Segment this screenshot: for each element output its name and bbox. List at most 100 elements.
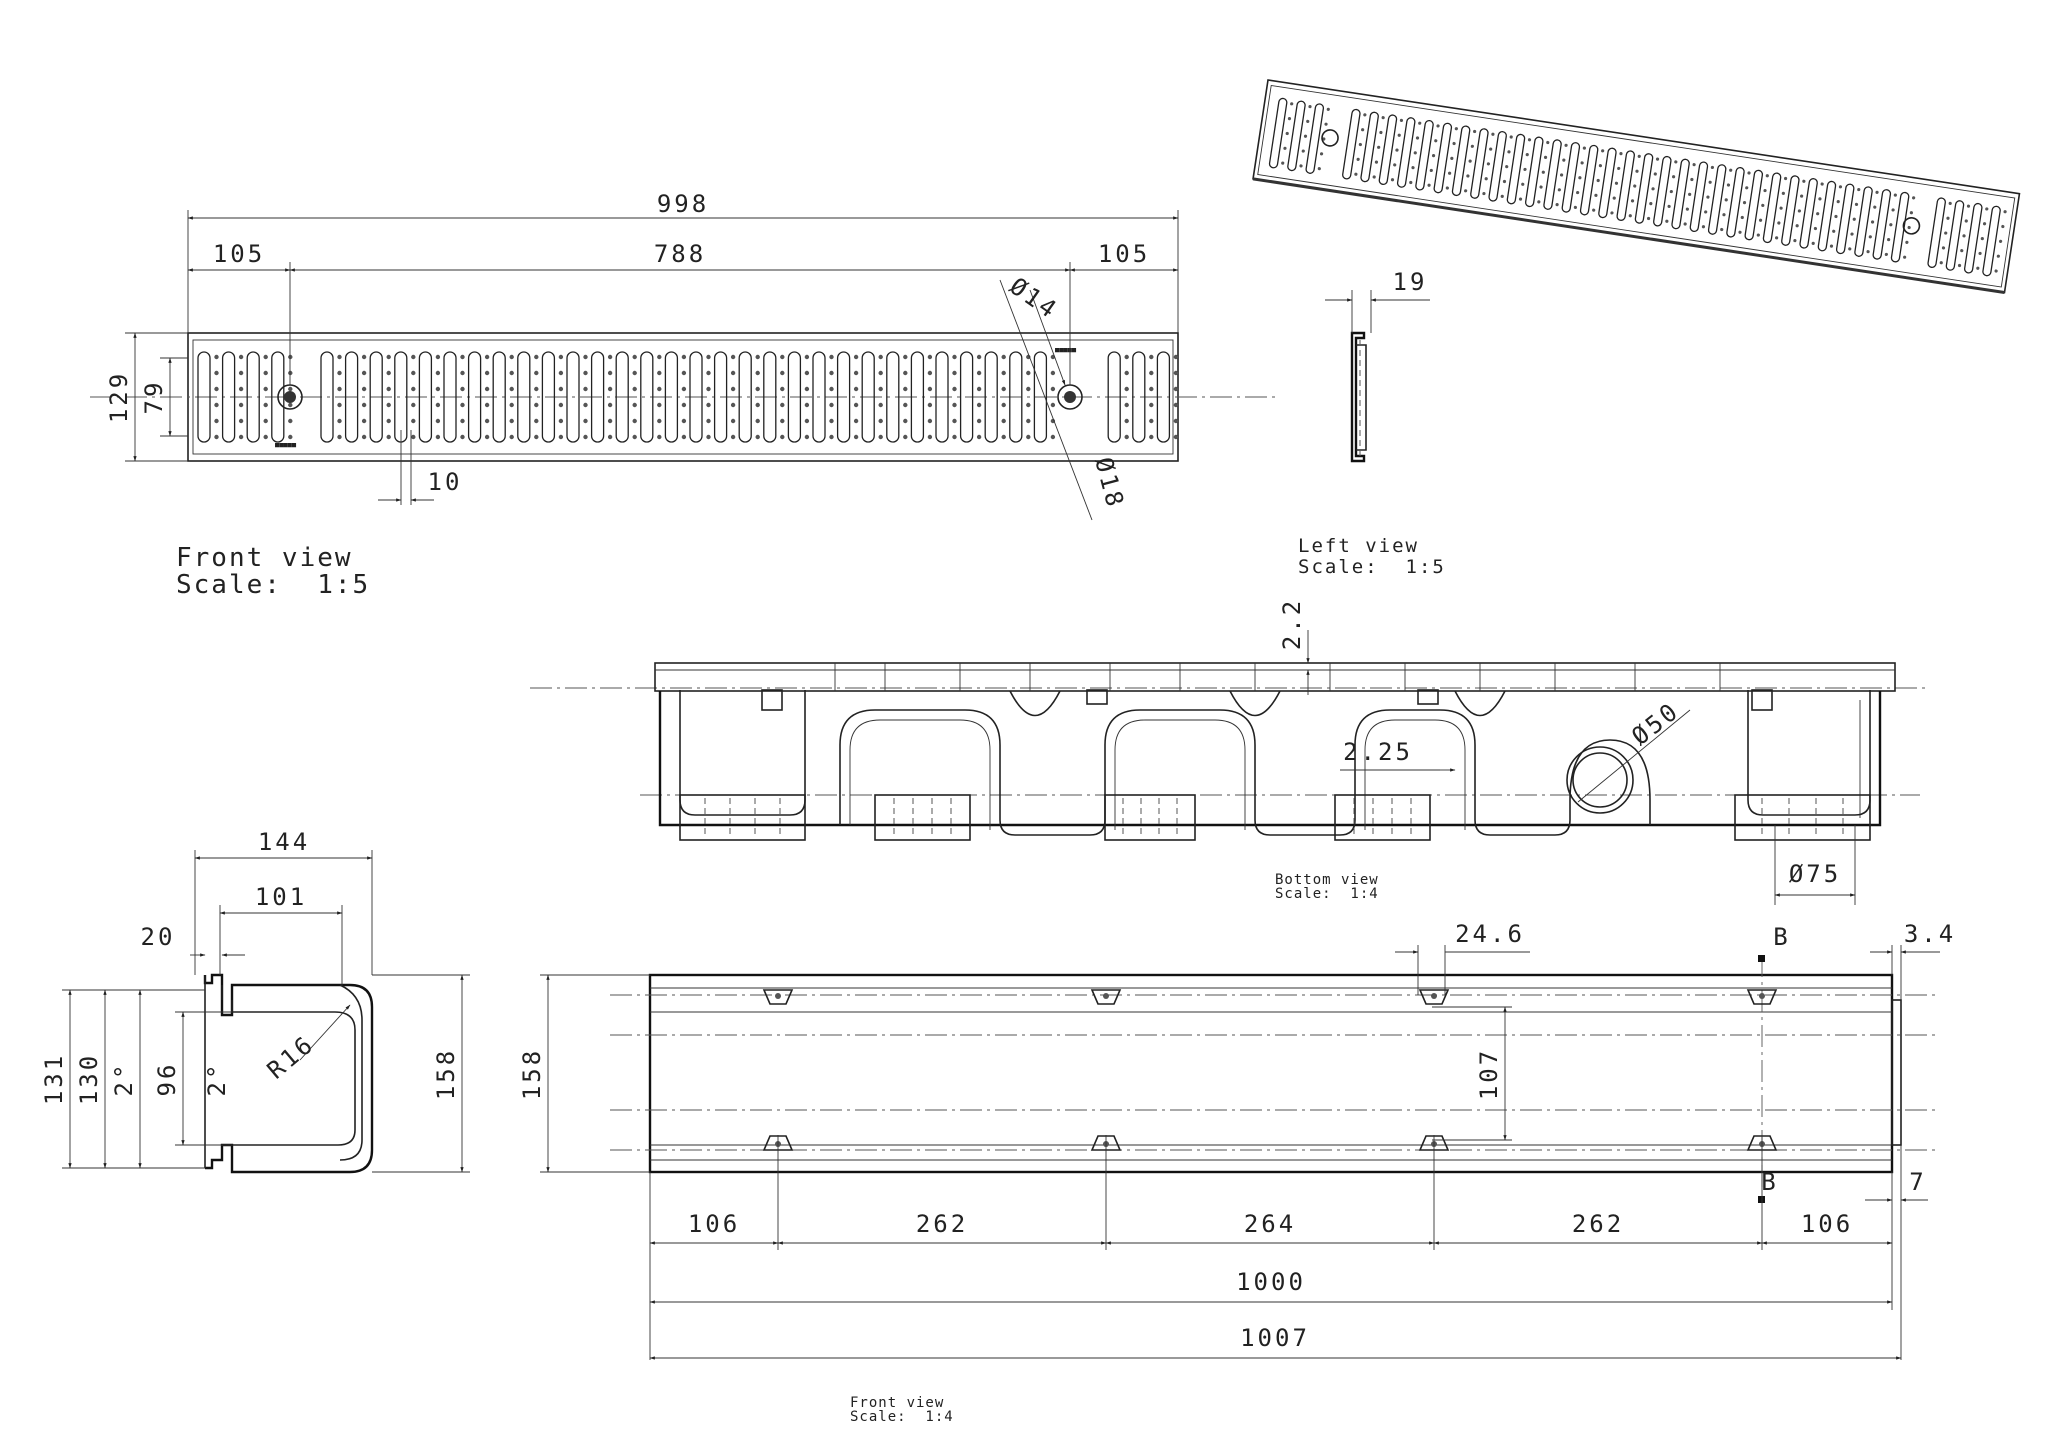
iso-slot	[1927, 197, 1946, 269]
grate-rivet	[509, 354, 514, 360]
iso-rivet	[2003, 210, 2007, 214]
iso-rivet	[1505, 165, 1509, 169]
grate-slot	[344, 351, 359, 443]
iso-rivet	[1381, 116, 1385, 120]
iso-rivet	[1445, 186, 1449, 190]
iso-rivet	[1299, 164, 1303, 168]
grate-rivet	[632, 386, 637, 392]
grate-rivet	[927, 354, 933, 360]
grate-rivet	[952, 418, 957, 424]
grate-slot	[566, 351, 580, 443]
grate-rivet	[411, 370, 416, 376]
grate-rivet	[558, 370, 564, 376]
grate-rivet	[927, 402, 933, 408]
grate-rivet	[263, 402, 268, 408]
iso-slot	[1835, 183, 1855, 255]
iso-rivet	[1596, 178, 1600, 183]
grate-rivet	[607, 386, 613, 392]
grate-rivet	[657, 386, 662, 392]
grate-rivet	[558, 386, 564, 392]
grate-rivet	[1149, 370, 1154, 376]
grate-slot	[590, 351, 605, 443]
grate-rivet	[411, 386, 416, 392]
grate-rivet	[607, 402, 613, 408]
dim-bolt-counterbore: Ø18	[1089, 454, 1130, 512]
grate-rivet	[337, 434, 342, 440]
channel-bottom-view: 2.2 2.25 Ø50 Ø75 Bottom view Scale: 1:4	[530, 598, 1930, 905]
iso-rivet	[1559, 173, 1564, 177]
iso-rivet	[1283, 146, 1287, 150]
iso-rivet	[1527, 138, 1532, 142]
iso-rivet	[1960, 249, 1964, 253]
iso-rivet	[1893, 193, 1897, 197]
grate-rivet	[730, 386, 736, 392]
iso-rivet	[1649, 202, 1653, 206]
grate-rivet	[681, 386, 687, 392]
iso-rivet	[1671, 175, 1676, 179]
iso-rivet	[1745, 186, 1749, 190]
iso-rivet	[1765, 174, 1769, 178]
iso-rivet	[1635, 169, 1639, 173]
grate-rivet	[952, 386, 957, 392]
grate-rivet	[829, 354, 834, 360]
grate-rivet	[263, 434, 268, 440]
iso-rivet	[1379, 130, 1383, 135]
iso-rivet	[1317, 167, 1321, 171]
grate-rivet	[829, 402, 834, 408]
iso-rivet	[1962, 234, 1966, 238]
grate-rivet	[361, 370, 367, 376]
iso-rivet	[1655, 157, 1660, 161]
grate-rivet	[878, 418, 883, 424]
grate-slot	[246, 351, 260, 443]
grate-rivet	[829, 386, 834, 392]
iso-rivet	[1541, 170, 1545, 174]
grate-rivet	[534, 402, 539, 408]
grate-rivet	[706, 402, 711, 408]
iso-rivet	[1669, 189, 1673, 194]
iso-rivet	[1610, 211, 1614, 215]
grate-rivet	[1124, 402, 1129, 408]
grate-rivet	[1173, 386, 1179, 392]
iso-rivet	[1281, 161, 1285, 165]
grate-slot	[1132, 351, 1146, 443]
iso-rivet	[1576, 190, 1580, 195]
iso-rivet	[1409, 180, 1413, 185]
dim-section-angle1: 2°	[110, 1062, 138, 1097]
iso-slot	[1396, 117, 1416, 188]
dim-grate-length: 998	[657, 190, 709, 218]
grate-rivet	[903, 370, 908, 376]
grate-rivet	[1001, 386, 1006, 392]
anchor-lug	[762, 1135, 794, 1151]
grate-rivet	[681, 434, 687, 440]
grate-rivet	[263, 354, 268, 360]
grate-rivet	[952, 354, 957, 360]
iso-rivet	[1996, 254, 2000, 258]
dim-outlet-large: Ø75	[1789, 860, 1841, 888]
grate-rivet	[238, 370, 244, 376]
iso-slot	[1524, 136, 1544, 208]
grate-rivet	[1173, 434, 1179, 440]
iso-rivet	[1850, 232, 1854, 236]
grate-rivet	[558, 402, 564, 408]
grate-rivet	[435, 434, 441, 440]
grate-rivet	[386, 370, 391, 376]
iso-rivet	[1985, 207, 1989, 211]
channel-section-view: 144 101 20 R16 131 130 2° 96 2° 158	[40, 828, 470, 1174]
dim-seg5: 106	[1801, 1210, 1853, 1238]
grate-rivet	[755, 418, 760, 424]
iso-rivet	[1903, 255, 1907, 259]
iso-rivet	[1852, 217, 1856, 221]
grate-rivet	[288, 418, 293, 424]
grate-rivet	[1124, 370, 1129, 376]
grate-rivet	[411, 402, 416, 408]
iso-rivet	[1948, 201, 1952, 206]
iso-rivet	[1592, 208, 1596, 212]
iso-rivet	[1546, 140, 1550, 145]
iso-rivet	[1683, 222, 1687, 226]
grate-rivet	[607, 370, 613, 376]
iso-rivet	[1573, 205, 1578, 210]
iso-rivet	[1758, 218, 1763, 222]
grate-rivet	[755, 386, 760, 392]
grate-rivet	[853, 418, 859, 424]
grate-rivet	[878, 386, 883, 392]
